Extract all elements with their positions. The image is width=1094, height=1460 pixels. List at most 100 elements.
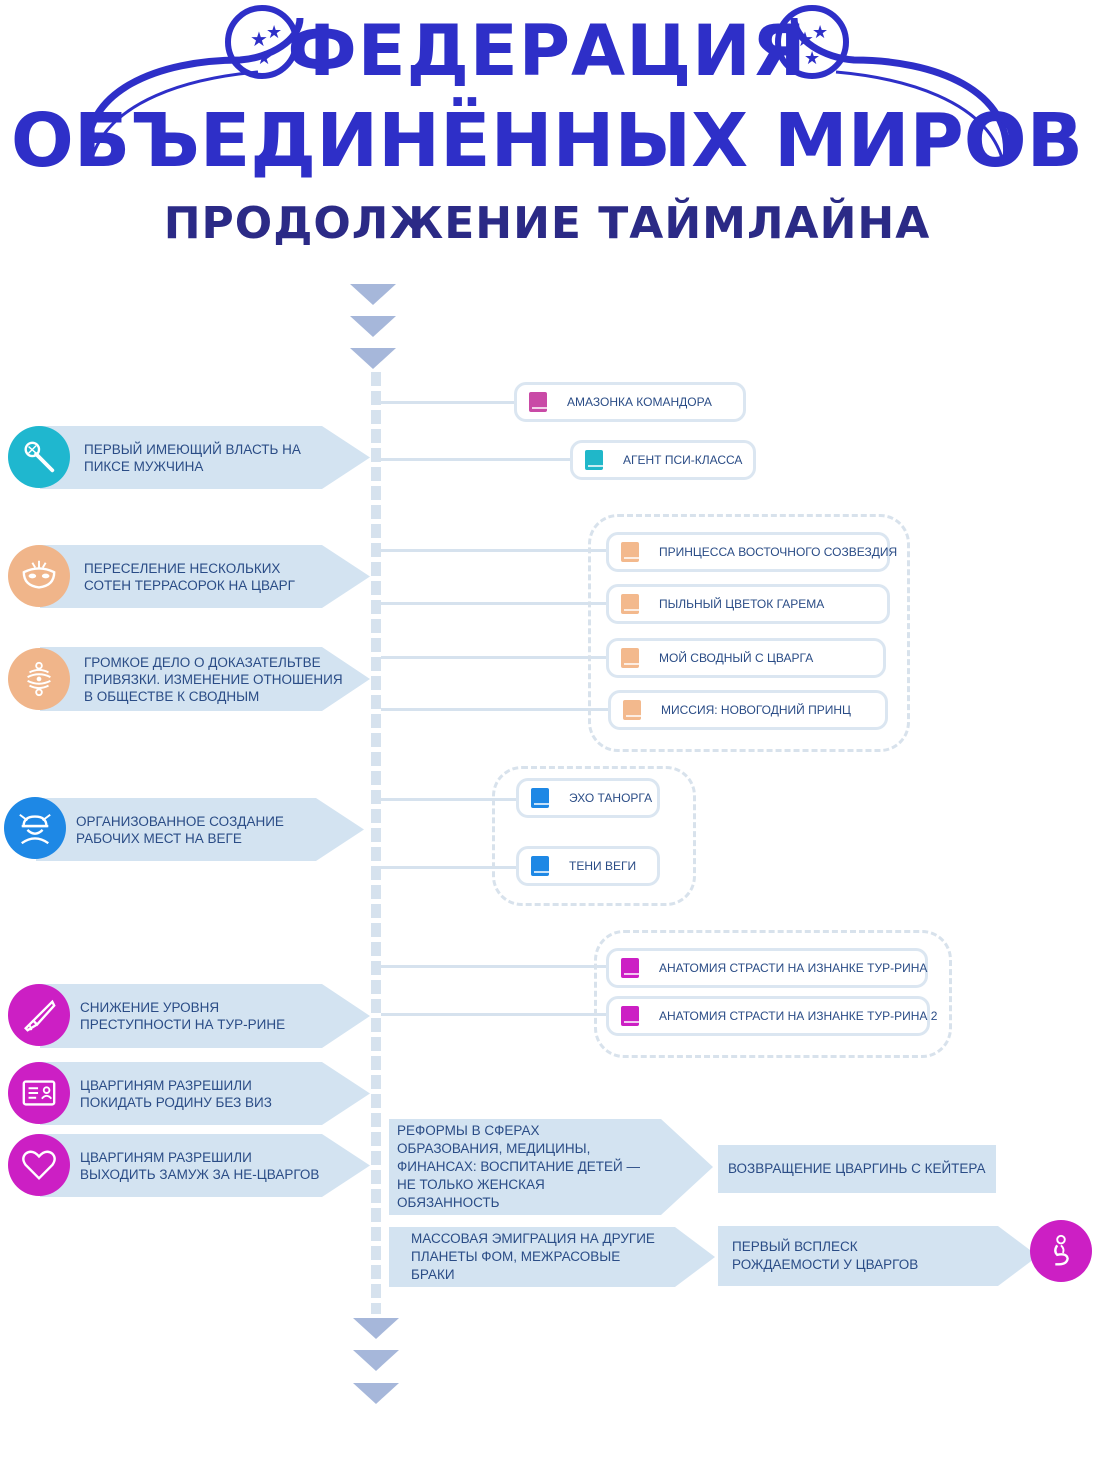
event-icon-circle — [8, 1062, 70, 1124]
connector-line — [381, 602, 609, 605]
arrow-down-icon — [353, 1318, 399, 1339]
timeline-event: ЦВАРГИНЯМ РАЗРЕШИЛИ ПОКИДАТЬ РОДИНУ БЕЗ … — [40, 1062, 370, 1125]
star-emblem-right-icon: ★ ★ ★ — [775, 5, 849, 79]
book-item[interactable]: ПЫЛЬНЫЙ ЦВЕТОК ГАРЕМА — [606, 584, 890, 624]
book-item[interactable]: ТЕНИ ВЕГИ — [516, 846, 660, 886]
emigration-event: МАССОВАЯ ЭМИГРАЦИЯ НА ДРУГИЕ ПЛАНЕТЫ ФОМ… — [389, 1227, 715, 1287]
book-item[interactable]: ЭХО ТАНОРГА — [516, 778, 660, 818]
arrow-down-icon — [350, 348, 396, 369]
timeline-event: ГРОМКОЕ ДЕЛО О ДОКАЗАТЕЛЬТВЕ ПРИВЯЗКИ. И… — [40, 647, 370, 711]
event-text: ПЕРВЫЙ ВСПЛЕСК РОЖДАЕМОСТИ У ЦВАРГОВ — [732, 1239, 919, 1272]
svg-text:★: ★ — [796, 27, 814, 51]
event-icon-circle — [8, 426, 70, 488]
book-item[interactable]: АНАТОМИЯ СТРАСТИ НА ИЗНАНКЕ ТУР-РИНА — [606, 948, 928, 988]
svg-text:★: ★ — [266, 22, 282, 43]
book-item[interactable]: АГЕНТ ПСИ-КЛАССА — [570, 440, 756, 480]
book-title: АНАТОМИЯ СТРАСТИ НА ИЗНАНКЕ ТУР-РИНА — [659, 961, 928, 975]
book-item[interactable]: МИССИЯ: НОВОГОДНИЙ ПРИНЦ — [608, 690, 888, 730]
event-text: ЦВАРГИНЯМ РАЗРЕШИЛИ ВЫХОДИТЬ ЗАМУЖ ЗА НЕ… — [80, 1149, 320, 1182]
book-item[interactable]: МОЙ СВОДНЫЙ С ЦВАРГА — [606, 638, 886, 678]
event-icon-circle — [8, 1134, 70, 1196]
timeline-event: ПЕРВЫЙ ИМЕЮЩИЙ ВЛАСТЬ НА ПИКСЕ МУЖЧИНА — [40, 426, 370, 489]
book-title: АГЕНТ ПСИ-КЛАССА — [623, 453, 743, 467]
timeline-event: ЦВАРГИНЯМ РАЗРЕШИЛИ ВЫХОДИТЬ ЗАМУЖ ЗА НЕ… — [40, 1134, 370, 1197]
book-icon — [585, 450, 603, 470]
title-line-1: ФЕДЕРАЦИЯ — [287, 10, 807, 92]
star-emblem-left-icon: ★ ★ ★ — [225, 5, 299, 79]
event-text: ОРГАНИЗОВАННОЕ СОЗДАНИЕ РАБОЧИХ МЕСТ НА … — [76, 813, 284, 846]
arrow-down-icon — [353, 1383, 399, 1404]
birthrate-event: ПЕРВЫЙ ВСПЛЕСК РОЖДАЕМОСТИ У ЦВАРГОВ — [718, 1226, 1038, 1286]
book-item[interactable]: АНАТОМИЯ СТРАСТИ НА ИЗНАНКЕ ТУР-РИНА 2 — [606, 996, 937, 1036]
book-item[interactable]: АМАЗОНКА КОМАНДОРА — [514, 382, 746, 422]
event-text: РЕФОРМЫ В СФЕРАХ ОБРАЗОВАНИЯ, МЕДИЦИНЫ, … — [397, 1123, 641, 1210]
connector-line — [381, 866, 519, 869]
event-icon-circle — [8, 545, 70, 607]
book-title: ПЫЛЬНЫЙ ЦВЕТОК ГАРЕМА — [659, 597, 825, 611]
event-text: МАССОВАЯ ЭМИГРАЦИЯ НА ДРУГИЕ ПЛАНЕТЫ ФОМ… — [411, 1231, 655, 1282]
event-icon-circle — [4, 797, 66, 859]
connector-line — [381, 965, 609, 968]
connector-line — [381, 549, 609, 552]
event-text: ПЕРВЫЙ ИМЕЮЩИЙ ВЛАСТЬ НА ПИКСЕ МУЖЧИНА — [84, 441, 301, 474]
event-text: ВОЗВРАЩЕНИЕ ЦВАРГИНЬ С КЕЙТЕРА — [728, 1161, 986, 1176]
arrow-down-icon — [350, 316, 396, 337]
book-icon — [621, 958, 639, 978]
mask-icon — [22, 560, 56, 589]
timeline-event: ПЕРЕСЕЛЕНИЕ НЕСКОЛЬКИХ СОТЕН ТЕРРАСОРОК … — [40, 545, 370, 608]
connector-line — [381, 1013, 609, 1016]
book-title: МОЙ СВОДНЫЙ С ЦВАРГА — [659, 651, 814, 665]
event-text: ЦВАРГИНЯМ РАЗРЕШИЛИ ПОКИДАТЬ РОДИНУ БЕЗ … — [80, 1077, 272, 1110]
timeline-event: СНИЖЕНИЕ УРОВНЯ ПРЕСТУПНОСТИ НА ТУР-РИНЕ — [40, 984, 370, 1048]
connector-line — [381, 458, 572, 461]
event-text: ГРОМКОЕ ДЕЛО О ДОКАЗАТЕЛЬТВЕ ПРИВЯЗКИ. И… — [84, 654, 343, 704]
svg-text:★: ★ — [256, 48, 272, 69]
event-text: ПЕРЕСЕЛЕНИЕ НЕСКОЛЬКИХ СОТЕН ТЕРРАСОРОК … — [84, 560, 295, 593]
book-group-outline — [588, 514, 910, 752]
timeline-event: ОРГАНИЗОВАННОЕ СОЗДАНИЕ РАБОЧИХ МЕСТ НА … — [36, 798, 364, 861]
knife-icon — [24, 999, 56, 1032]
book-icon — [531, 856, 549, 876]
return-event: ВОЗВРАЩЕНИЕ ЦВАРГИНЬ С КЕЙТЕРА — [718, 1145, 996, 1193]
connector-line — [381, 708, 611, 711]
book-title: ПРИНЦЕССА ВОСТОЧНОГО СОЗВЕЗДИЯ — [659, 545, 898, 559]
pregnant-woman-icon — [1054, 1234, 1069, 1266]
book-title: МИССИЯ: НОВОГОДНИЙ ПРИНЦ — [661, 703, 851, 717]
heart-icon — [22, 1150, 56, 1180]
book-group-outline — [594, 930, 952, 1058]
book-icon — [531, 788, 549, 808]
event-icon-circle — [1030, 1220, 1092, 1282]
header-ornament: ★ ★ ★ ★ ★ ★ — [84, 5, 1010, 161]
id-card-icon — [22, 1080, 56, 1106]
arrow-down-icon — [353, 1350, 399, 1371]
book-item[interactable]: ПРИНЦЕССА ВОСТОЧНОГО СОЗВЕЗДИЯ — [606, 532, 897, 572]
book-icon — [621, 1006, 639, 1026]
reform-event: РЕФОРМЫ В СФЕРАХ ОБРАЗОВАНИЯ, МЕДИЦИНЫ, … — [389, 1119, 713, 1215]
book-group-outline — [492, 766, 696, 906]
svg-text:★: ★ — [804, 48, 820, 69]
connector-line — [381, 401, 517, 404]
worker-icon — [19, 813, 51, 845]
bond-icon — [27, 661, 51, 697]
book-title: ЭХО ТАНОРГА — [569, 791, 653, 805]
book-title: АНАТОМИЯ СТРАСТИ НА ИЗНАНКЕ ТУР-РИНА 2 — [659, 1009, 938, 1023]
book-icon — [621, 594, 639, 614]
book-icon — [621, 542, 639, 562]
svg-text:★: ★ — [812, 22, 828, 43]
subtitle: ПРОДОЛЖЕНИЕ ТАЙМЛАЙНА — [163, 198, 931, 249]
scepter-icon — [24, 441, 55, 473]
event-icon-circle — [8, 648, 70, 710]
book-icon — [529, 392, 547, 412]
book-icon — [621, 648, 639, 668]
connector-line — [381, 656, 609, 659]
svg-text:★: ★ — [250, 27, 268, 51]
connector-line — [381, 798, 519, 801]
event-text: СНИЖЕНИЕ УРОВНЯ ПРЕСТУПНОСТИ НА ТУР-РИНЕ — [80, 1000, 286, 1032]
event-icon-circle — [8, 984, 70, 1046]
book-title: АМАЗОНКА КОМАНДОРА — [567, 395, 712, 409]
arrow-down-icon — [350, 284, 396, 305]
book-title: ТЕНИ ВЕГИ — [569, 859, 637, 873]
title-line-2: ОБЪЕДИНЁННЫХ МИРОВ — [10, 98, 1084, 184]
timeline-spine — [371, 372, 381, 1314]
book-icon — [623, 700, 641, 720]
